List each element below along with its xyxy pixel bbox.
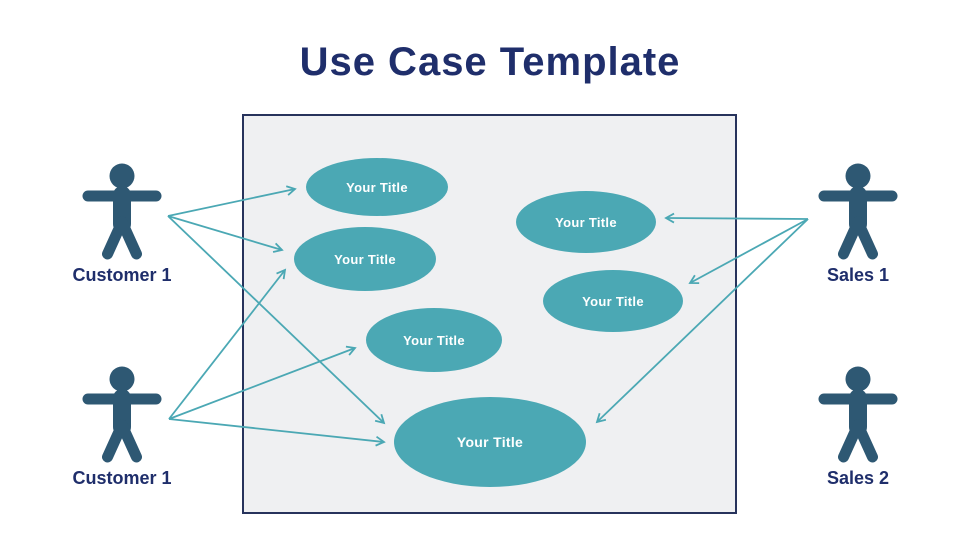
use-case-label: Your Title	[334, 251, 396, 267]
page-title: Use Case Template	[299, 40, 681, 84]
person-icon	[82, 366, 162, 463]
person-icon	[818, 366, 898, 463]
use-case-label: Your Title	[456, 434, 524, 450]
use-case-label: Your Title	[403, 332, 465, 348]
actor-customer-1-top: Customer 1	[57, 163, 187, 286]
actor-label: Customer 1	[72, 265, 172, 285]
use-case-label: Your Title	[555, 214, 617, 230]
use-case-ellipse-4: Your Title	[543, 270, 683, 332]
actor-sales-2: Sales 2	[793, 366, 923, 489]
use-case-label: Your Title	[582, 293, 644, 309]
use-case-ellipse-5: Your Title	[366, 308, 502, 372]
actor-customer-1-bottom: Customer 1	[57, 366, 187, 489]
use-case-ellipse-1: Your Title	[306, 158, 448, 216]
person-icon	[82, 163, 162, 260]
person-icon	[818, 163, 898, 260]
actor-label: Sales 1	[826, 265, 890, 285]
actor-label: Sales 2	[826, 468, 890, 488]
use-case-ellipse-3: Your Title	[516, 191, 656, 253]
use-case-ellipse-2: Your Title	[294, 227, 436, 291]
actor-sales-1: Sales 1	[793, 163, 923, 286]
use-case-ellipse-6: Your Title	[394, 397, 586, 487]
use-case-label: Your Title	[346, 179, 408, 195]
actor-label: Customer 1	[72, 468, 172, 488]
